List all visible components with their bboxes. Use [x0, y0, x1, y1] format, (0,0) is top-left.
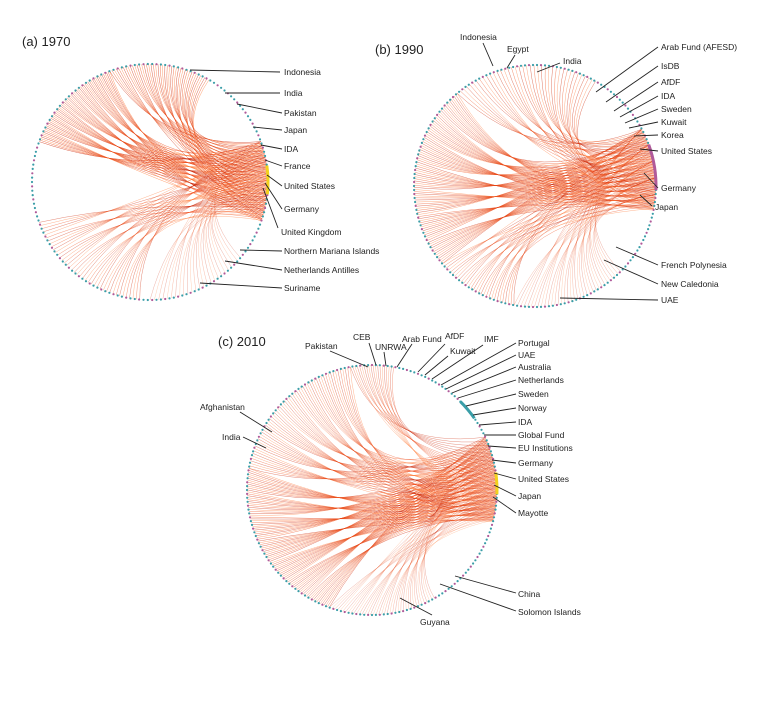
label-uae-2010: UAE — [518, 350, 536, 360]
flow-bundle-2010 — [246, 364, 498, 616]
label-imf: IMF — [484, 334, 499, 344]
label-japan: Japan — [284, 125, 307, 135]
node-ring-2010 — [245, 363, 499, 617]
label-kuwait-1990: Kuwait — [661, 117, 687, 127]
node-ring-1990 — [412, 63, 658, 309]
label-sweden-2010: Sweden — [518, 389, 549, 399]
label-india-2010: India — [222, 432, 241, 442]
label-kuwait-2010: Kuwait — [450, 346, 476, 356]
label-unrwa: UNRWA — [375, 342, 407, 352]
panel-title-1990: (b) 1990 — [375, 42, 423, 57]
flow-bundle-1970 — [39, 63, 269, 301]
label-arab-fund-afesd: Arab Fund (AFESD) — [661, 42, 737, 52]
labels-2010: Pakistan CEB UNRWA Arab Fund AfDF Kuwait… — [200, 331, 581, 627]
label-germany-1990: Germany — [661, 183, 697, 193]
label-suriname: Suriname — [284, 283, 321, 293]
label-netherlands-antilles: Netherlands Antilles — [284, 265, 359, 275]
label-pakistan-2010: Pakistan — [305, 341, 338, 351]
label-united-states-1990: United States — [661, 146, 712, 156]
label-netherlands: Netherlands — [518, 375, 564, 385]
panel-1970: (a) 1970 Indonesia India Pakistan Japan … — [22, 34, 379, 302]
label-germany: Germany — [284, 204, 320, 214]
label-india-1990: India — [563, 56, 582, 66]
label-sweden-1990: Sweden — [661, 104, 692, 114]
label-germany-2010: Germany — [518, 458, 554, 468]
label-afghanistan: Afghanistan — [200, 402, 245, 412]
label-mayotte: Mayotte — [518, 508, 549, 518]
label-ceb: CEB — [353, 332, 371, 342]
label-indonesia: Indonesia — [284, 67, 321, 77]
label-japan-1990: Japan — [655, 202, 678, 212]
label-ida: IDA — [284, 144, 299, 154]
node-ring-1970 — [30, 62, 270, 302]
label-pakistan: Pakistan — [284, 108, 317, 118]
label-uae-1990: UAE — [661, 295, 679, 305]
label-france: France — [284, 161, 311, 171]
label-ida-2010: IDA — [518, 417, 533, 427]
label-guyana: Guyana — [420, 617, 450, 627]
panel-title-1970: (a) 1970 — [22, 34, 70, 49]
panel-1990: (b) 1990 Indonesia Egypt India Arab Fund… — [375, 32, 737, 309]
label-isdb: IsDB — [661, 61, 680, 71]
label-french-polynesia: French Polynesia — [661, 260, 727, 270]
label-arab-fund: Arab Fund — [402, 334, 442, 344]
labels-1990: Indonesia Egypt India Arab Fund (AFESD) … — [460, 32, 737, 305]
label-indonesia-1990: Indonesia — [460, 32, 497, 42]
label-eu-institutions: EU Institutions — [518, 443, 573, 453]
label-afdf-2010: AfDF — [445, 331, 464, 341]
label-afdf: AfDF — [661, 77, 680, 87]
label-norway: Norway — [518, 403, 548, 413]
label-india: India — [284, 88, 303, 98]
label-egypt: Egypt — [507, 44, 529, 54]
panel-title-2010: (c) 2010 — [218, 334, 266, 349]
label-united-states-2010: United States — [518, 474, 569, 484]
label-united-kingdom: United Kingdom — [281, 227, 341, 237]
label-ida-1990: IDA — [661, 91, 676, 101]
label-china: China — [518, 589, 540, 599]
flow-bundle-1990 — [413, 64, 657, 308]
label-global-fund: Global Fund — [518, 430, 565, 440]
label-portugal: Portugal — [518, 338, 550, 348]
label-australia: Australia — [518, 362, 551, 372]
labels-1970: Indonesia India Pakistan Japan IDA Franc… — [189, 67, 379, 293]
label-solomon-islands: Solomon Islands — [518, 607, 581, 617]
label-new-caledonia: New Caledonia — [661, 279, 719, 289]
panel-2010: (c) 2010 Pakistan CEB UNRWA Arab Fund Af… — [200, 331, 581, 627]
label-korea: Korea — [661, 130, 684, 140]
label-northern-mariana-islands: Northern Mariana Islands — [284, 246, 379, 256]
label-japan-2010: Japan — [518, 491, 541, 501]
label-united-states: United States — [284, 181, 335, 191]
